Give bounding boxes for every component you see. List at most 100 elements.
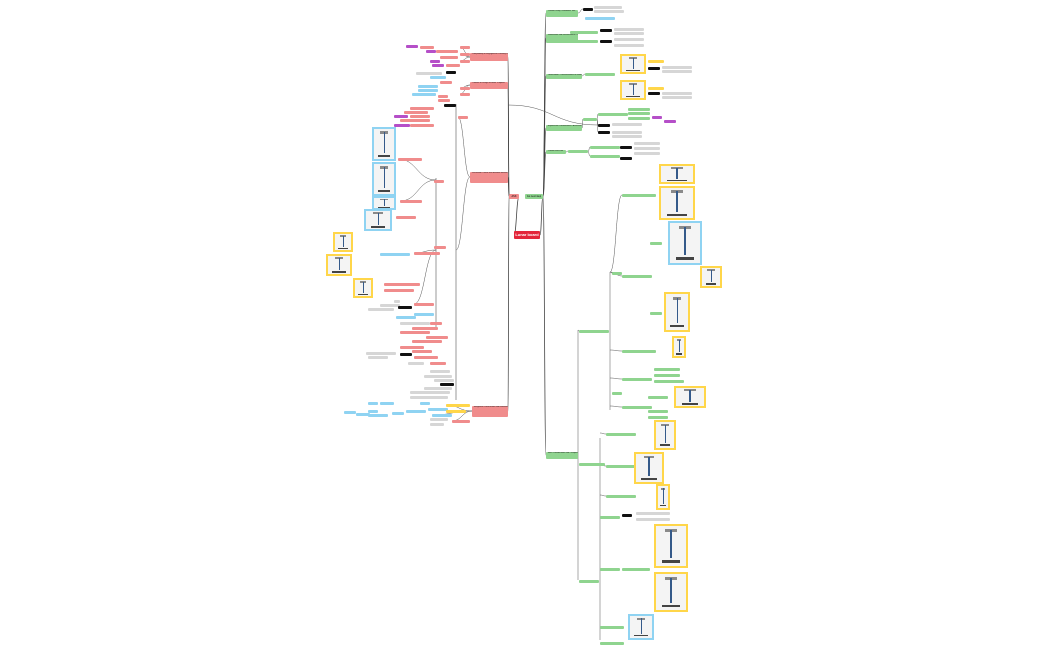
- green-leaf-node[interactable]: [606, 433, 636, 436]
- green-leaf-node[interactable]: [628, 117, 650, 120]
- black-leaf-node[interactable]: [622, 514, 632, 517]
- grey-leaf-node[interactable]: [634, 152, 660, 155]
- grey-leaf-node[interactable]: [634, 142, 660, 145]
- purple-leaf-node[interactable]: [652, 116, 662, 119]
- red-leaf-node[interactable]: [438, 95, 448, 98]
- green-leaf-node[interactable]: [612, 392, 622, 395]
- black-leaf-node[interactable]: [398, 306, 412, 309]
- grey-leaf-node[interactable]: [430, 370, 450, 373]
- red-leaf-node[interactable]: [384, 289, 414, 292]
- purple-leaf-node[interactable]: [406, 45, 418, 48]
- green-leaf-node[interactable]: [622, 275, 652, 278]
- blue-leaf-node[interactable]: [412, 93, 436, 96]
- red-leaf-node[interactable]: [396, 216, 416, 219]
- grey-leaf-node[interactable]: [416, 72, 442, 75]
- purple-leaf-node[interactable]: [664, 120, 676, 123]
- red-leaf-node[interactable]: [400, 331, 430, 334]
- green-leaf-node[interactable]: [628, 112, 650, 115]
- red-leaf-node[interactable]: [458, 116, 468, 119]
- red-leaf-node[interactable]: [414, 252, 440, 255]
- green-leaf-node[interactable]: [579, 330, 609, 333]
- device-photo[interactable]: [700, 266, 722, 288]
- grey-leaf-node[interactable]: [594, 10, 624, 13]
- red-leaf-node[interactable]: [434, 180, 444, 183]
- device-photo[interactable]: [372, 127, 396, 161]
- device-photo[interactable]: [659, 164, 695, 184]
- grey-leaf-node[interactable]: [634, 147, 660, 150]
- green-leaf-node[interactable]: [568, 150, 588, 153]
- red-leaf-node[interactable]: [410, 124, 434, 127]
- device-photo[interactable]: [654, 420, 676, 450]
- red-leaf-node[interactable]: [426, 336, 448, 339]
- green-leaf-node[interactable]: [622, 568, 650, 571]
- red-leaf-node[interactable]: [460, 60, 470, 63]
- grey-leaf-node[interactable]: [662, 96, 692, 99]
- blue-leaf-node[interactable]: [380, 402, 394, 405]
- right-branch-node[interactable]: Refinement and Measurement Consideration: [546, 34, 578, 43]
- black-leaf-node[interactable]: [440, 383, 454, 386]
- green-leaf-node[interactable]: [628, 108, 650, 111]
- green-leaf-node[interactable]: [648, 396, 668, 399]
- root-node[interactable]: Lunar board: [514, 231, 540, 239]
- red-leaf-node[interactable]: [438, 99, 450, 102]
- green-leaf-node[interactable]: [648, 410, 668, 413]
- purple-leaf-node[interactable]: [394, 124, 410, 127]
- blue-leaf-node[interactable]: [406, 410, 426, 413]
- red-leaf-node[interactable]: [460, 87, 470, 90]
- red-leaf-node[interactable]: [414, 356, 438, 359]
- blue-leaf-node[interactable]: [418, 89, 438, 92]
- grey-leaf-node[interactable]: [366, 352, 396, 355]
- device-photo[interactable]: [664, 292, 690, 332]
- yellow-leaf-node[interactable]: [648, 60, 664, 63]
- green-leaf-node[interactable]: [583, 118, 597, 121]
- left-branch-node[interactable]: Integration Construction and Evaluation …: [472, 406, 508, 417]
- device-photo[interactable]: [659, 186, 695, 220]
- grey-leaf-node[interactable]: [662, 92, 692, 95]
- grey-leaf-node[interactable]: [394, 300, 400, 303]
- red-leaf-node[interactable]: [414, 303, 434, 306]
- red-leaf-node[interactable]: [452, 420, 470, 423]
- black-leaf-node[interactable]: [620, 146, 632, 149]
- left-hub-node[interactable]: ASK: [509, 194, 519, 199]
- purple-leaf-node[interactable]: [432, 64, 444, 67]
- grey-leaf-node[interactable]: [410, 396, 448, 399]
- blue-leaf-node[interactable]: [368, 414, 388, 417]
- grey-leaf-node[interactable]: [614, 28, 644, 31]
- grey-leaf-node[interactable]: [614, 38, 644, 41]
- green-leaf-node[interactable]: [622, 194, 656, 197]
- green-leaf-node[interactable]: [622, 406, 652, 409]
- grey-leaf-node[interactable]: [614, 44, 644, 47]
- device-photo[interactable]: [353, 278, 373, 298]
- device-photo[interactable]: [333, 232, 353, 252]
- black-leaf-node[interactable]: [600, 40, 612, 43]
- black-leaf-node[interactable]: [446, 71, 456, 74]
- green-leaf-node[interactable]: [650, 312, 662, 315]
- left-branch-node[interactable]: Compatibility of Engagement Pathway for …: [470, 53, 508, 61]
- green-leaf-node[interactable]: [579, 463, 605, 466]
- red-leaf-node[interactable]: [400, 346, 424, 349]
- device-photo[interactable]: [372, 162, 396, 196]
- yellow-leaf-node[interactable]: [446, 410, 466, 413]
- blue-leaf-node[interactable]: [356, 413, 370, 416]
- green-leaf-node[interactable]: [570, 31, 598, 34]
- right-branch-node[interactable]: Main Consideration and Component Focus: [546, 452, 578, 459]
- device-photo[interactable]: [620, 80, 646, 100]
- green-leaf-node[interactable]: [654, 368, 680, 371]
- grey-leaf-node[interactable]: [614, 32, 644, 35]
- red-leaf-node[interactable]: [440, 81, 452, 84]
- grey-leaf-node[interactable]: [612, 135, 642, 138]
- device-photo[interactable]: [672, 336, 686, 358]
- device-photo[interactable]: [656, 484, 670, 510]
- red-leaf-node[interactable]: [400, 200, 422, 203]
- right-branch-node[interactable]: Closed Grid Plan: [546, 150, 566, 154]
- red-leaf-node[interactable]: [412, 350, 432, 353]
- green-leaf-node[interactable]: [654, 380, 684, 383]
- blue-leaf-node[interactable]: [368, 402, 378, 405]
- green-leaf-node[interactable]: [585, 73, 615, 76]
- right-hub-node[interactable]: Go next step: [525, 194, 543, 199]
- red-leaf-node[interactable]: [398, 158, 422, 161]
- right-branch-node[interactable]: Cellular Relay Transmitter Tool: [546, 10, 578, 17]
- grey-leaf-node[interactable]: [636, 518, 670, 521]
- blue-leaf-node[interactable]: [380, 253, 410, 256]
- grey-leaf-node[interactable]: [400, 322, 430, 325]
